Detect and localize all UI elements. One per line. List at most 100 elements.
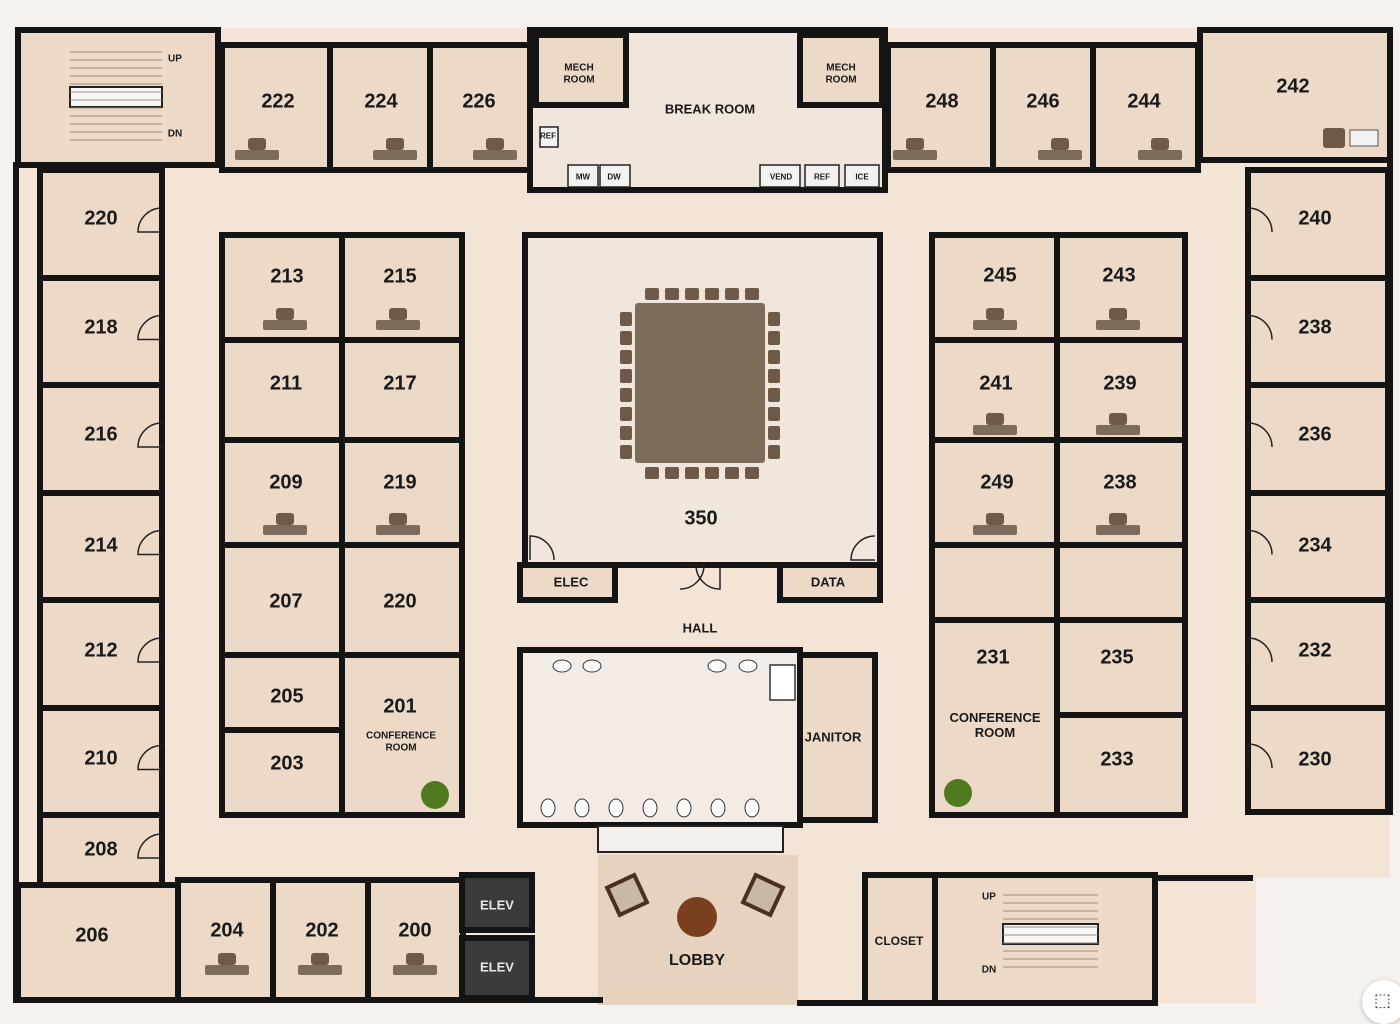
room-207-label: 207 <box>269 590 303 613</box>
chair-350-top-2 <box>685 288 699 300</box>
west-door-1 <box>137 314 163 341</box>
desk-222-chair <box>248 138 266 150</box>
chair-350-bottom-0 <box>645 467 659 479</box>
toilet-2 <box>608 798 624 818</box>
desk-245-chair <box>986 308 1004 320</box>
room-201-label: 201 <box>383 695 417 718</box>
desk-219-top <box>376 525 420 535</box>
scan-text-button[interactable]: ⬚ <box>1362 980 1400 1024</box>
room-204-floor <box>178 880 273 1000</box>
desk-222-top <box>235 150 279 160</box>
sink-2 <box>707 659 727 673</box>
west-room-5-floor <box>40 708 162 815</box>
desk-213-chair <box>276 308 294 320</box>
break-room-label: BREAK ROOM <box>664 101 756 117</box>
west-door-6 <box>137 833 163 859</box>
data-room-label: DATA <box>810 574 846 590</box>
room-204-label: 204 <box>210 919 244 942</box>
chair-350-left-5 <box>620 407 632 421</box>
desk-202-top <box>298 965 342 975</box>
west-door-3 <box>137 529 163 556</box>
chair-350-bottom-1 <box>665 467 679 479</box>
room-208-label: 208 <box>84 838 118 861</box>
room-211-floor <box>222 340 342 440</box>
lobby-label: LOBBY <box>669 951 725 969</box>
desk-245-top <box>973 320 1017 330</box>
desk-219-chair <box>389 513 407 525</box>
room-248-floor <box>888 45 993 170</box>
data-room-floor <box>780 565 880 600</box>
room-206-floor <box>18 885 178 1000</box>
vend-label: VEND <box>769 172 793 182</box>
room-230-label: 230 <box>1298 748 1332 771</box>
break-ref <box>539 126 559 148</box>
desk-204-top <box>205 965 249 975</box>
room-214-label: 214 <box>84 534 118 557</box>
closet-floor <box>865 875 935 1003</box>
chair-350-left-1 <box>620 331 632 345</box>
west-door-0 <box>137 207 163 233</box>
ice-label: ICE <box>855 172 869 182</box>
room-219-label: 219 <box>383 471 417 494</box>
desk-226-top <box>473 150 517 160</box>
mech-room-west-walls <box>533 32 629 108</box>
janitor-sink <box>769 664 796 701</box>
desk-215-chair <box>389 308 407 320</box>
room-212-label: 212 <box>84 639 118 662</box>
chair-350-left-6 <box>620 426 632 440</box>
desk-209-chair <box>276 513 294 525</box>
stair-nw-walls <box>15 27 221 168</box>
chair-350-top-5 <box>745 288 759 300</box>
janitor-room-walls <box>797 652 878 823</box>
chair-350-top-3 <box>705 288 719 300</box>
room-231-label: 231 <box>976 646 1010 669</box>
chair-350-left-3 <box>620 369 632 383</box>
west-door-5 <box>137 744 163 771</box>
chair-350-right-2 <box>768 350 780 364</box>
elec-room-walls <box>517 562 618 603</box>
room-239-label: 239 <box>1103 372 1137 395</box>
mech-room-east-floor <box>800 35 882 105</box>
restroom-counter <box>597 825 784 853</box>
toilet-6 <box>744 798 760 818</box>
sink-1 <box>582 659 602 673</box>
room-240-label: 240 <box>1298 207 1332 230</box>
desk-244-top <box>1138 150 1182 160</box>
toilet-5 <box>710 798 726 818</box>
desk-244-chair <box>1151 138 1169 150</box>
room-244-floor <box>1093 45 1198 170</box>
stair-se-up-label: UP <box>982 891 996 903</box>
chair-350-right-7 <box>768 445 780 459</box>
room-206-label: 206 <box>75 924 109 947</box>
desk-248-top <box>893 150 937 160</box>
chair-350-right-5 <box>768 407 780 421</box>
hall-label: HALL <box>682 620 718 636</box>
room-222-label: 222 <box>261 90 295 113</box>
sink-0 <box>552 659 572 673</box>
chair-350-right-0 <box>768 312 780 326</box>
toilet-3 <box>642 798 658 818</box>
east-door-4 <box>1247 637 1273 663</box>
chair-350-bottom-3 <box>705 467 719 479</box>
desk-243-chair <box>1109 308 1127 320</box>
west-room-6-floor <box>40 815 162 885</box>
mw-unit <box>567 164 599 188</box>
room-207-floor <box>222 545 342 655</box>
stair-nw-up-label: UP <box>168 53 182 65</box>
lobby-chair-right <box>740 872 786 918</box>
hall-door-right <box>695 564 721 590</box>
room-249-label: 249 <box>980 471 1014 494</box>
desk-238-chair <box>1109 513 1127 525</box>
door-350-west <box>529 535 555 561</box>
elec-label: ELEC <box>553 574 589 590</box>
chair-350-right-6 <box>768 426 780 440</box>
desk-224-top <box>373 150 417 160</box>
west-room-4-floor <box>40 600 162 708</box>
break-ref-label: REF <box>540 131 556 141</box>
vend-ref-label: REF <box>814 172 830 182</box>
chair-350-top-0 <box>645 288 659 300</box>
room-203-floor <box>222 730 342 815</box>
room-246-floor <box>993 45 1093 170</box>
elec-room-floor <box>520 565 615 600</box>
